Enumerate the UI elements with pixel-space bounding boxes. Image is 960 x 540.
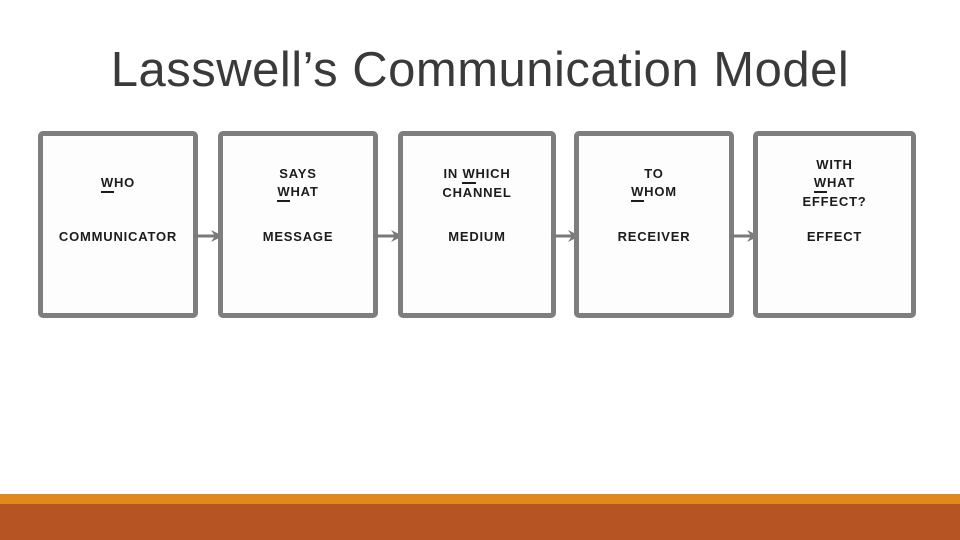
question-line: TO	[644, 165, 664, 181]
question-line: WITH	[816, 156, 853, 172]
flow-arrow-icon	[374, 228, 404, 244]
diagram-box-medium: IN WHICH CHANNEL MEDIUM	[398, 131, 556, 318]
question-line: WHAT	[277, 183, 318, 202]
underlined-letter: W	[813, 175, 827, 193]
lasswell-model-diagram: WHO COMMUNICATOR SAYS WHAT MESSAGE	[0, 131, 960, 318]
question-text: IN WHICH CHANNEL	[403, 136, 551, 230]
underlined-letter: W	[631, 184, 645, 202]
question-line: SAYS	[279, 165, 317, 181]
diagram-box-message: SAYS WHAT MESSAGE	[218, 131, 378, 318]
question-line: WHOM	[631, 183, 677, 202]
diagram-box-communicator: WHO COMMUNICATOR	[38, 131, 198, 318]
diagram-box-effect: WITH WHAT EFFECT? EFFECT	[753, 131, 916, 318]
question-line: CHANNEL	[442, 184, 512, 200]
question-line: IN WHICH	[443, 165, 510, 184]
slide-title: Lasswell’s Communication Model	[110, 43, 850, 97]
box-label: RECEIVER	[617, 229, 691, 244]
question-text: WHO	[43, 136, 193, 230]
box-label: EFFECT	[806, 229, 863, 244]
question-line: WHAT	[813, 174, 855, 193]
question-text: WITH WHAT EFFECT?	[758, 136, 911, 230]
diagram-box-receiver: TO WHOM RECEIVER	[574, 131, 734, 318]
question-text: SAYS WHAT	[223, 136, 373, 230]
flow-arrow-icon	[194, 228, 224, 244]
accent-stripe-light	[0, 494, 960, 504]
underlined-letter: W	[100, 175, 114, 193]
question-text: TO WHOM	[579, 136, 729, 230]
question-line: WHO	[100, 174, 135, 193]
box-label: MEDIUM	[448, 229, 506, 244]
underlined-letter: W	[462, 166, 476, 184]
box-label: COMMUNICATOR	[58, 229, 178, 244]
underlined-letter: W	[277, 184, 291, 202]
question-line: EFFECT?	[802, 193, 867, 209]
box-label: MESSAGE	[262, 229, 334, 244]
accent-stripe-dark	[0, 504, 960, 540]
